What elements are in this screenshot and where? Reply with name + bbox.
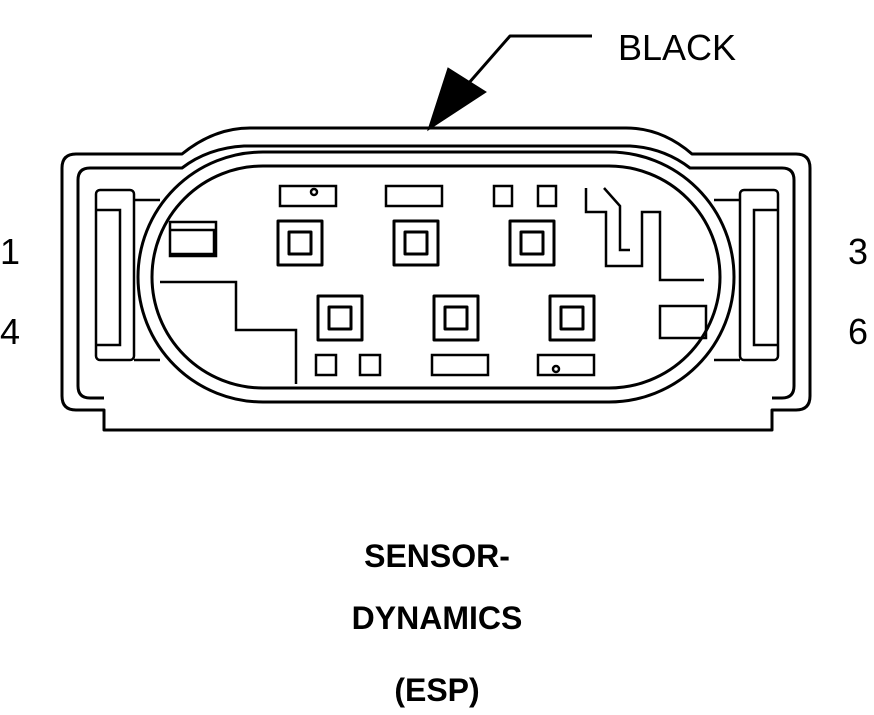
terminal-cavity-oval <box>136 150 736 404</box>
pin-label-1: 1 <box>0 231 21 272</box>
pin-label-6: 6 <box>848 311 869 352</box>
terminal-1 <box>276 219 324 267</box>
title-line-3: (ESP) <box>394 672 480 708</box>
title-line-2: DYNAMICS <box>351 600 523 636</box>
terminal-5 <box>432 294 480 342</box>
connector-color-label: BLACK <box>618 27 737 68</box>
slot-row-bottom <box>314 353 596 377</box>
terminal-4 <box>316 294 364 342</box>
pin-label-3: 3 <box>848 231 869 272</box>
pin-label-4: 4 <box>0 311 21 352</box>
slot-row-top <box>278 184 558 208</box>
connector-housing <box>60 126 812 432</box>
title-line-1: SENSOR- <box>364 538 510 574</box>
keying-features <box>160 187 708 384</box>
terminal-3 <box>508 219 556 267</box>
terminal-6 <box>548 294 596 342</box>
terminal-2 <box>392 219 440 267</box>
callout-arrowhead <box>427 67 487 132</box>
callout-leader <box>427 34 592 132</box>
